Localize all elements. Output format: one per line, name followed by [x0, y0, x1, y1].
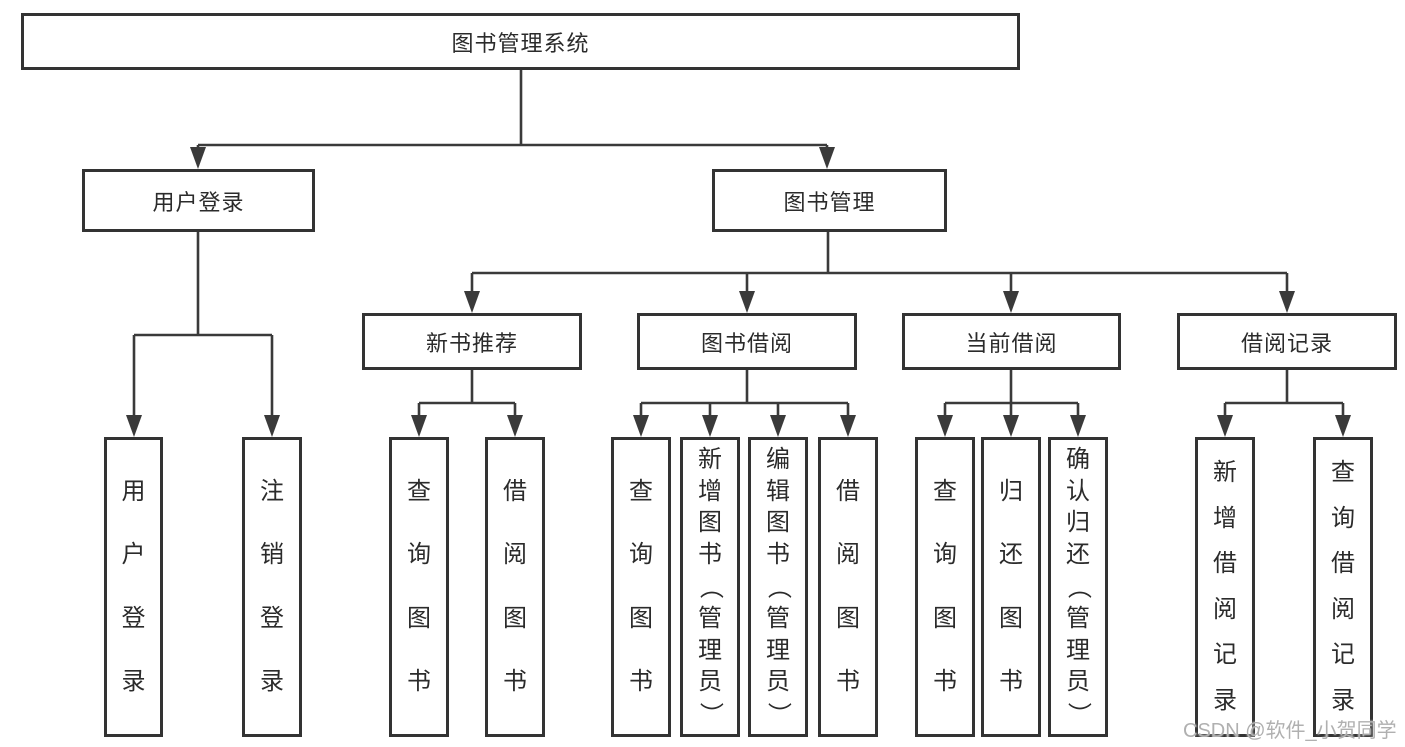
arrow-icon [264, 415, 280, 437]
node-label: 图书借阅 [700, 330, 793, 356]
arrow-icon [1335, 415, 1351, 437]
arrow-icon [819, 147, 835, 169]
arrow-icon [1279, 291, 1295, 313]
node-leaf-current-query-books: 查询图书 [915, 437, 975, 737]
node-label: 查询图书 [629, 477, 653, 696]
arrow-icon [937, 415, 953, 437]
arrow-icon [1217, 415, 1233, 437]
node-label: 注销登录 [260, 477, 284, 696]
node-label: 新书推荐 [425, 330, 518, 356]
node-label: 用户登录 [121, 477, 146, 696]
arrow-icon [411, 415, 427, 437]
node-leaf-query-borrow-record: 查询借阅记录 [1313, 437, 1373, 737]
node-book-borrowing: 图书借阅 [637, 313, 857, 370]
arrow-icon [464, 291, 480, 313]
node-leaf-add-borrow-record: 新增借阅记录 [1195, 437, 1255, 737]
node-label: 查询借阅记录 [1331, 459, 1355, 714]
node-label: 当前借阅 [965, 330, 1058, 356]
node-leaf-borrow-query-books: 查询图书 [611, 437, 671, 737]
node-label: 用户登录 [152, 189, 245, 215]
node-leaf-add-books-admin: 新增图书（管理员） [680, 437, 740, 737]
node-leaf-return-books: 归还图书 [981, 437, 1041, 737]
connector-current-to-leaves [943, 370, 1080, 417]
arrow-icon [1003, 415, 1019, 437]
arrow-icon [840, 415, 856, 437]
csdn-watermark: CSDN @软件_小贺同学 [1183, 720, 1397, 742]
connector-borrow-to-leaves [639, 370, 850, 417]
node-label: 编辑图书（管理员） [765, 445, 792, 727]
node-borrow-records: 借阅记录 [1177, 313, 1397, 370]
node-leaf-edit-books-admin: 编辑图书（管理员） [748, 437, 808, 737]
arrow-icon [770, 415, 786, 437]
node-label: 借阅图书 [836, 477, 860, 696]
arrow-icon [190, 147, 206, 169]
node-book-management-module: 图书管理 [712, 169, 947, 232]
node-label: 新增借阅记录 [1213, 459, 1237, 714]
node-label: 归还图书 [999, 477, 1023, 696]
arrow-icon [739, 291, 755, 313]
node-leaf-recommend-borrow-books: 借阅图书 [485, 437, 545, 737]
node-new-book-recommend: 新书推荐 [362, 313, 582, 370]
node-leaf-user-login: 用户登录 [104, 437, 163, 737]
node-label: 查询图书 [933, 477, 957, 696]
node-label: 查询图书 [407, 477, 431, 696]
node-leaf-confirm-return-admin: 确认归还（管理员） [1048, 437, 1108, 737]
arrow-icon [1070, 415, 1086, 437]
node-leaf-borrow-books: 借阅图书 [818, 437, 878, 737]
node-leaf-logout: 注销登录 [242, 437, 302, 737]
connector-manage-to-level3 [470, 232, 1289, 293]
node-label: 借阅图书 [503, 477, 527, 696]
node-user-login-module: 用户登录 [82, 169, 315, 232]
connector-login-to-leaves [132, 232, 274, 417]
node-label: 新增图书（管理员） [697, 445, 724, 727]
node-current-borrowing: 当前借阅 [902, 313, 1121, 370]
node-system-root: 图书管理系统 [21, 13, 1020, 70]
node-label: 图书管理 [783, 189, 876, 215]
arrow-icon [507, 415, 523, 437]
node-label: 图书管理系统 [451, 30, 590, 56]
arrow-icon [633, 415, 649, 437]
connector-record-to-leaves [1223, 370, 1345, 417]
node-label: 确认归还（管理员） [1065, 445, 1092, 727]
arrow-icon [126, 415, 142, 437]
arrow-icon [1003, 291, 1019, 313]
node-leaf-recommend-query-books: 查询图书 [389, 437, 449, 737]
connector-root-to-level2 [196, 70, 829, 150]
arrow-icon [702, 415, 718, 437]
node-label: 借阅记录 [1240, 330, 1333, 356]
connector-recommend-to-leaves [417, 370, 517, 417]
